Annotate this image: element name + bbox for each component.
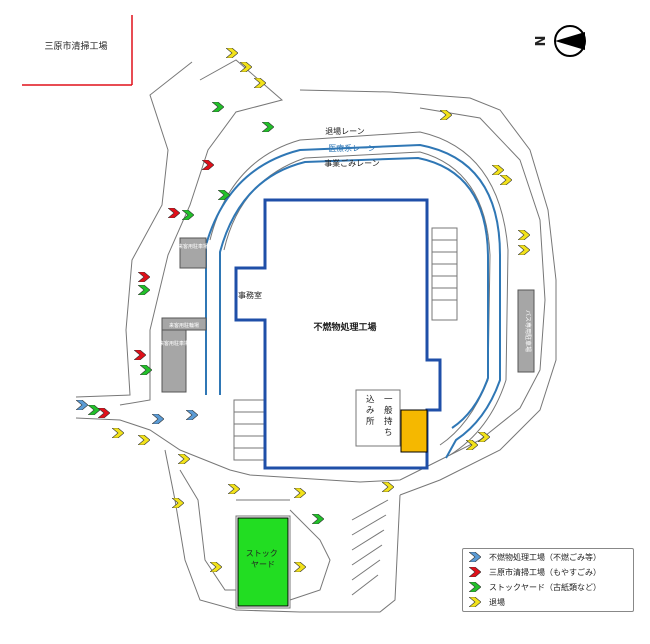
svg-text:N: N [531, 36, 546, 47]
legend-item: 三原市清掃工場（もやすごみ） [469, 565, 633, 579]
legend-item: ストックヤード（古紙類など） [469, 580, 633, 594]
drop-off-bay [400, 409, 428, 453]
blue-lane-label: 医療系レーン [328, 143, 376, 153]
facility-name: 三原市清掃工場 [44, 40, 107, 52]
chevron-icon [469, 552, 481, 562]
southeast-parking [351, 499, 389, 596]
business-lane-label: 事業ごみレーン [324, 158, 380, 168]
incineration-arrows [98, 160, 214, 418]
visitor-parking-blocks: 来客用駐車場 来客用駐輪場 来客用駐車場 [159, 237, 208, 393]
legend-label: ストックヤード（古紙類など） [489, 582, 601, 592]
stock-yard-label: ストック ヤード [246, 549, 281, 569]
parking-label-1: 来客用駐車場 [178, 243, 208, 250]
legend-item: 退場 [469, 595, 633, 609]
southwest-parking [233, 399, 265, 461]
legend-label: 退場 [489, 597, 505, 607]
bus-parking [517, 289, 535, 373]
legend-label: 不燃物処理工場（不燃ごみ等） [489, 552, 601, 562]
chevron-icon [469, 582, 481, 592]
legend-label: 三原市清掃工場（もやすごみ） [489, 567, 601, 577]
parking-label-3: 来客用駐車場 [159, 340, 189, 347]
legend: 不燃物処理工場（不燃ごみ等） 三原市清掃工場（もやすごみ） ストックヤード（古紙類な… [462, 548, 634, 612]
blue-lanes [205, 143, 501, 459]
chevron-icon [469, 567, 481, 577]
drop-off-label: 一般持ち込み所 [366, 394, 393, 438]
title-frame [22, 15, 133, 86]
legend-item: 不燃物処理工場（不燃ごみ等） [469, 550, 633, 564]
east-parking [431, 227, 458, 321]
bus-parking-label: バス専用駐車場 [524, 310, 532, 352]
compass-icon: N [531, 25, 586, 57]
chevron-icon [469, 597, 481, 607]
parking-label-2: 来客用駐輪場 [169, 322, 199, 329]
exit-lane-label: 退場レーン [325, 126, 365, 136]
stock-yard [237, 517, 289, 607]
main-building-label: 不燃物処理工場 [313, 321, 376, 333]
drop-off-area [355, 389, 401, 447]
office-label: 事務室 [238, 290, 262, 300]
